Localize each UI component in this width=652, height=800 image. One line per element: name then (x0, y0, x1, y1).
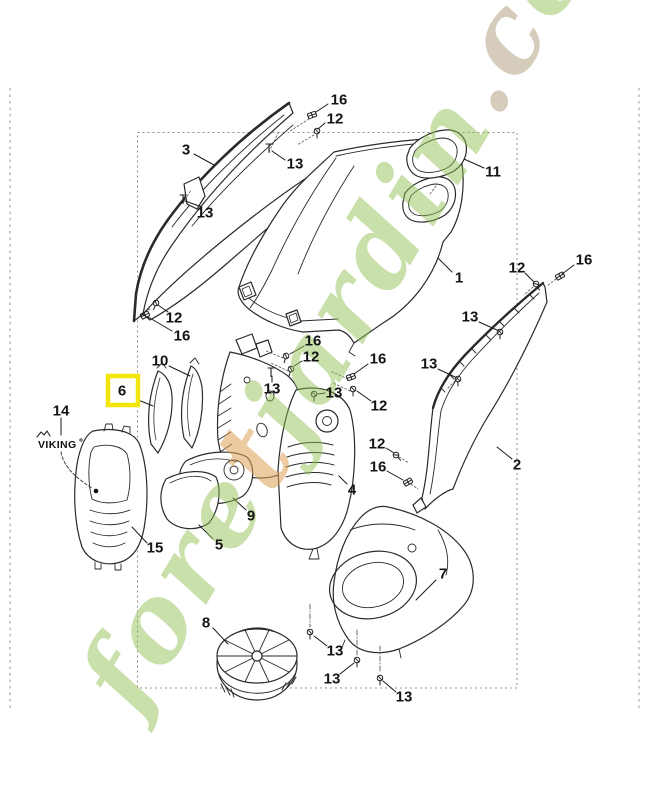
part-8-fan-wheel (216, 627, 298, 701)
viking-wings-icon (36, 430, 51, 438)
part-2-right-side-panel (412, 281, 548, 514)
leader-line-7 (415, 579, 437, 601)
leader-line-16 (315, 103, 329, 113)
leader-line-16 (353, 363, 369, 375)
viking-logo-text: VIKING (38, 439, 77, 451)
part-callout-8: 8 (202, 615, 210, 632)
part-callout-3: 3 (182, 142, 190, 159)
screw-fastener-icon (313, 127, 321, 139)
leader-line-10 (168, 365, 191, 377)
leader-line-2 (496, 446, 513, 460)
leader-line-5 (198, 524, 214, 540)
decal-position-dot (93, 488, 99, 494)
part-callout-12: 12 (369, 436, 386, 453)
leader-line-12 (385, 447, 395, 454)
leader-line-9 (232, 497, 247, 511)
part-10-cover (180, 357, 204, 449)
part-callout-2: 2 (513, 457, 521, 474)
part-1-hood (237, 138, 464, 357)
part-4-ribbed-shell (277, 387, 356, 560)
part-15-slats (89, 509, 131, 548)
part-4-ribs (285, 442, 335, 488)
leader-line-13 (184, 200, 203, 208)
part-6-cover (147, 362, 173, 454)
part-callout-9: 9 (247, 508, 255, 525)
leader-line-12 (317, 122, 326, 130)
site-watermark: foretjardin.com (50, 0, 652, 737)
decal-pointer-curve (60, 451, 93, 489)
leader-line-13 (437, 368, 456, 378)
leader-line-12 (524, 272, 535, 283)
part-callout-11: 11 (485, 164, 501, 181)
brand-logo: VIKING (36, 430, 93, 489)
part-11-grille-insert (406, 129, 468, 179)
leader-line-16 (147, 316, 173, 332)
line-art: VIKING (36, 101, 575, 701)
leader-line-1 (437, 257, 453, 273)
leader-line-13 (313, 635, 328, 647)
leader-line-13 (382, 680, 397, 693)
screw-fastener-icon (353, 656, 361, 668)
part-callout-13: 13 (287, 156, 304, 173)
leader-line-13 (478, 321, 498, 331)
leader-line-13 (339, 662, 355, 675)
part-callout-12: 12 (303, 349, 320, 366)
part-15-front-grille (74, 423, 148, 571)
watermark-text: foretjardin.com (50, 0, 652, 737)
part-callout-5: 5 (215, 537, 223, 554)
part-callout-12: 12 (509, 260, 526, 277)
part-callout-4: 4 (348, 482, 357, 499)
leader-line-16 (561, 264, 575, 275)
trademark-icon (79, 438, 83, 442)
part-callout-1: 1 (455, 270, 463, 287)
leader-line-12 (157, 304, 169, 313)
screw-fastener-icon (376, 674, 384, 686)
part-callout-13: 13 (326, 385, 343, 402)
screw-fastener-icon (306, 628, 314, 640)
leader-line-11 (463, 158, 485, 169)
part-callout-12: 12 (371, 398, 388, 415)
part-callout-16: 16 (305, 333, 322, 350)
leader-line-13 (271, 150, 286, 161)
part-callout-12: 12 (166, 310, 183, 327)
part-callout-16: 16 (576, 252, 593, 269)
selected-part-highlight[interactable] (105, 373, 141, 408)
part-callout-16: 16 (370, 459, 387, 476)
part-2-edge-hatching (440, 294, 535, 393)
leader-line-16 (289, 345, 305, 355)
leader-line-16 (386, 470, 404, 481)
part-callout-15: 15 (147, 540, 164, 557)
part-callout-13: 13 (421, 356, 438, 373)
center-bracket (216, 333, 300, 479)
part-callout-13: 13 (327, 643, 344, 660)
clip-fastener-icon (306, 110, 318, 120)
leader-line-15 (131, 526, 148, 544)
part-7-rear-housing (328, 505, 474, 659)
part-callout-12: 12 (327, 111, 344, 128)
part-callout-16: 16 (370, 351, 387, 368)
fan-hatching (220, 676, 297, 698)
part-callout-10: 10 (152, 353, 169, 370)
part-callout-13: 13 (462, 309, 479, 326)
part-callout-13: 13 (396, 689, 413, 706)
leader-line-3 (193, 153, 215, 166)
clip-fastener-icon (402, 477, 414, 487)
part-callout-14: 14 (53, 403, 70, 420)
part-callout-16: 16 (174, 328, 191, 345)
leader-line-8 (212, 627, 229, 645)
leader-line-4 (338, 475, 348, 485)
leader-line-12 (293, 360, 303, 367)
part-callout-6[interactable]: 6 (118, 383, 126, 400)
part-callout-13: 13 (264, 381, 281, 398)
part-callout-16: 16 (331, 92, 348, 109)
part-callout-13: 13 (197, 205, 214, 222)
part-callout-7: 7 (439, 566, 447, 583)
center-lines (309, 603, 381, 674)
part-callout-13: 13 (324, 671, 341, 688)
leader-line-13 (317, 392, 326, 395)
part-5-panel (160, 471, 220, 530)
leader-line-12 (356, 390, 372, 402)
